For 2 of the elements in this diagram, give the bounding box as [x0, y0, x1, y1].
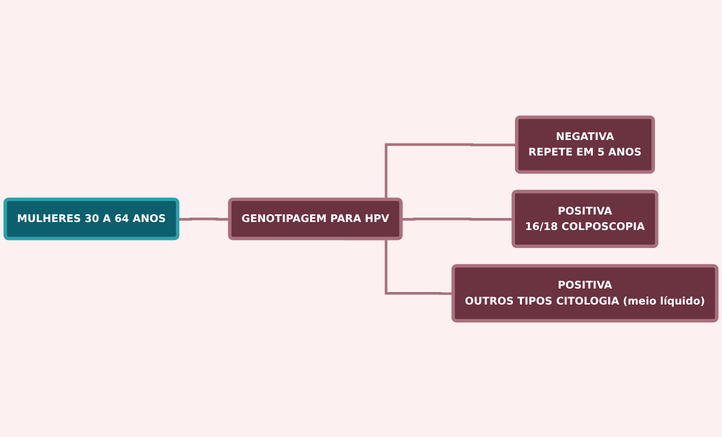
- connector: [178, 217, 230, 220]
- connector: [401, 217, 514, 220]
